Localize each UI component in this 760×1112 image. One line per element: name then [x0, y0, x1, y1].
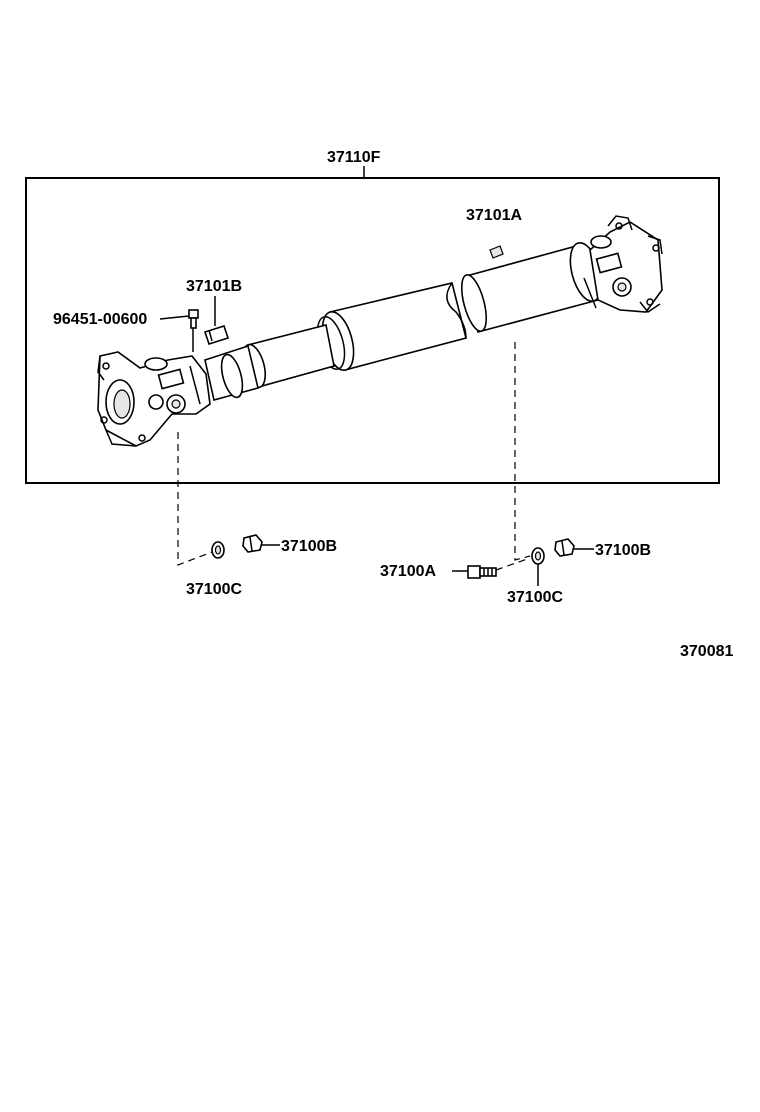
- yoke-cap-upper-part: [489, 245, 504, 259]
- grease-fitting-part: [188, 309, 199, 352]
- leader-grease-fitting: [159, 315, 190, 320]
- dash-left-connection: [177, 432, 213, 566]
- dash-right-connection: [514, 342, 531, 561]
- front-flange-yoke: [97, 351, 211, 447]
- part-label-bolt-right: 37100A: [380, 563, 436, 580]
- part-label-nut-right: 37100B: [595, 542, 651, 559]
- front-tube: [316, 282, 467, 372]
- part-label-nut-left: 37100B: [281, 538, 337, 555]
- part-label-washer-left: 37100C: [186, 581, 242, 598]
- rear-flange-yoke: [583, 215, 663, 314]
- yoke-cap-lower-part: [203, 325, 230, 345]
- nut-left-part: [242, 534, 263, 553]
- assembly-frame: [25, 177, 720, 484]
- propeller-shaft: [97, 215, 663, 447]
- washer-left-part: [211, 541, 225, 559]
- part-label-washer-right: 37100C: [507, 589, 563, 606]
- rear-tube: [460, 241, 603, 334]
- assembly-label: 37110F: [327, 149, 381, 166]
- washer-right-part: [531, 547, 545, 565]
- part-label-37101B: 37101B: [186, 278, 242, 295]
- nut-right-part: [554, 538, 575, 557]
- part-label-37101A: 37101A: [466, 207, 522, 224]
- slip-yoke: [204, 324, 335, 401]
- dash-right-bolt: [495, 557, 531, 571]
- figure-number: 370081: [680, 643, 733, 660]
- bolt-right-part: [467, 565, 497, 579]
- part-label-grease-fitting: 96451-00600: [53, 311, 147, 328]
